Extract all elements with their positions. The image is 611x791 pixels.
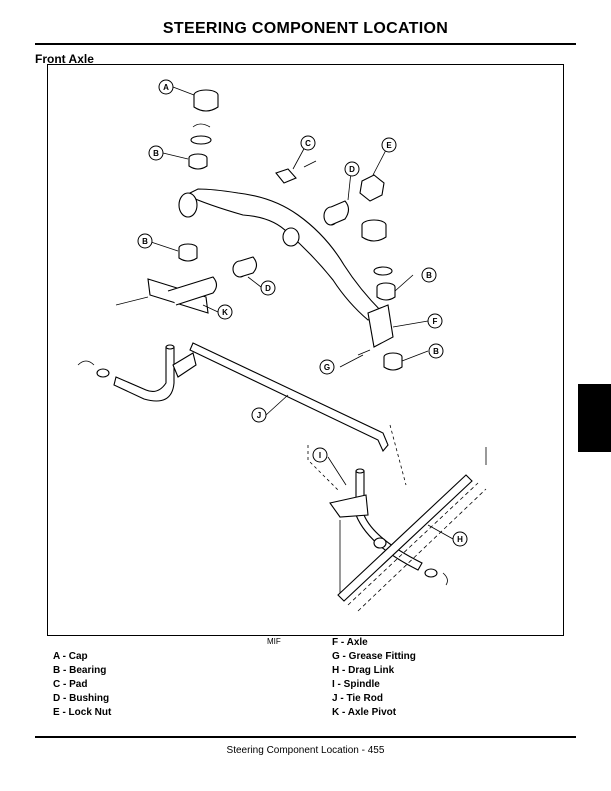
tie-rod-part xyxy=(189,342,389,453)
section-thumb-tab xyxy=(578,384,611,452)
svg-text:A: A xyxy=(163,83,169,92)
callout-d-2: D xyxy=(260,280,276,296)
section-heading: Front Axle xyxy=(35,52,94,66)
legend-item: G - Grease Fitting xyxy=(332,651,416,662)
legend-left: A - Cap B - Bearing C - Pad D - Bushing … xyxy=(53,650,111,720)
pad-part xyxy=(275,168,297,184)
figure-code: MIF xyxy=(267,637,281,646)
svg-text:B: B xyxy=(142,237,148,246)
callout-c: C xyxy=(300,135,316,151)
callout-b-2: B xyxy=(137,233,153,249)
callout-b-4: B xyxy=(428,343,444,359)
legend-item: D - Bushing xyxy=(53,693,110,704)
legend-item: F - Axle xyxy=(332,637,368,648)
callout-e: E xyxy=(381,137,397,153)
svg-text:B: B xyxy=(426,271,432,280)
page-title: STEERING COMPONENT LOCATION xyxy=(162,20,449,37)
pivot-bolt xyxy=(115,296,149,306)
front-axle-exploded-diagram: A B C E D B D B K F G B J I H xyxy=(77,79,487,612)
svg-text:B: B xyxy=(153,149,159,158)
callout-k: K xyxy=(217,304,233,320)
svg-text:B: B xyxy=(433,347,439,356)
exploded-diagram-frame: A B C E D B D B K F G B J I H xyxy=(47,64,564,636)
legend-item: I - Spindle xyxy=(332,679,380,690)
legend-item: A - Cap xyxy=(53,651,88,662)
callout-b-3: B xyxy=(421,267,437,283)
top-rule xyxy=(35,43,576,45)
washer-part xyxy=(190,135,212,145)
legend-right: F - Axle G - Grease Fitting H - Drag Lin… xyxy=(332,636,416,720)
svg-text:H: H xyxy=(457,535,463,544)
callout-a: A xyxy=(158,79,174,95)
svg-text:I: I xyxy=(319,451,321,460)
pad-screw xyxy=(303,160,317,168)
callout-f: F xyxy=(427,313,443,329)
svg-text:F: F xyxy=(433,317,438,326)
legend-item: B - Bearing xyxy=(53,665,107,676)
svg-text:J: J xyxy=(257,411,261,420)
svg-text:E: E xyxy=(386,141,392,150)
callout-b-1: B xyxy=(148,145,164,161)
drag-link-part xyxy=(337,474,473,602)
page-footer: Steering Component Location - 455 xyxy=(226,745,385,756)
cap-part xyxy=(193,89,219,112)
callout-h: H xyxy=(452,531,468,547)
callout-j: J xyxy=(251,407,267,423)
svg-text:K: K xyxy=(222,308,228,317)
legend-item: H - Drag Link xyxy=(332,665,395,676)
bottom-rule xyxy=(35,736,576,738)
legend-item: E - Lock Nut xyxy=(53,707,112,718)
callout-d-1: D xyxy=(344,161,360,177)
svg-text:C: C xyxy=(305,139,311,148)
lock-nut-part xyxy=(359,174,385,202)
snap-ring-part xyxy=(192,123,211,128)
legend-item: C - Pad xyxy=(53,679,88,690)
legend-item: J - Tie Rod xyxy=(332,693,383,704)
legend-item: K - Axle Pivot xyxy=(332,707,397,718)
callout-i: I xyxy=(312,447,328,463)
bearing-part xyxy=(188,153,208,170)
svg-text:D: D xyxy=(265,284,271,293)
axle-beam-part xyxy=(184,188,384,321)
svg-text:D: D xyxy=(349,165,355,174)
callout-g: G xyxy=(319,359,335,375)
svg-text:G: G xyxy=(324,363,330,372)
